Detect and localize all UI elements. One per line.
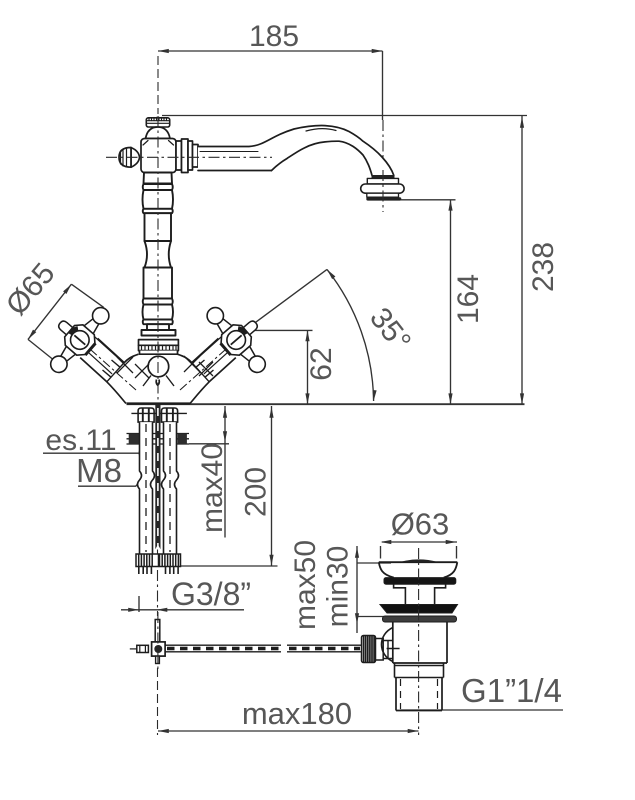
svg-text:185: 185: [249, 20, 299, 53]
svg-text:M8: M8: [76, 452, 122, 489]
svg-text:es.11: es.11: [45, 424, 116, 457]
svg-text:35°: 35°: [363, 302, 417, 358]
svg-text:max180: max180: [242, 696, 352, 731]
svg-text:min30: min30: [322, 546, 355, 628]
svg-text:Ø63: Ø63: [391, 507, 450, 542]
svg-text:238: 238: [527, 242, 560, 292]
svg-text:Ø65: Ø65: [0, 257, 62, 322]
svg-text:62: 62: [305, 347, 338, 380]
svg-text:max50: max50: [289, 540, 322, 630]
svg-text:max40: max40: [196, 443, 229, 533]
svg-text:200: 200: [240, 467, 273, 517]
svg-text:164: 164: [452, 274, 485, 324]
svg-text:G1”1/4: G1”1/4: [461, 672, 562, 709]
svg-text:G3/8”: G3/8”: [171, 576, 251, 612]
